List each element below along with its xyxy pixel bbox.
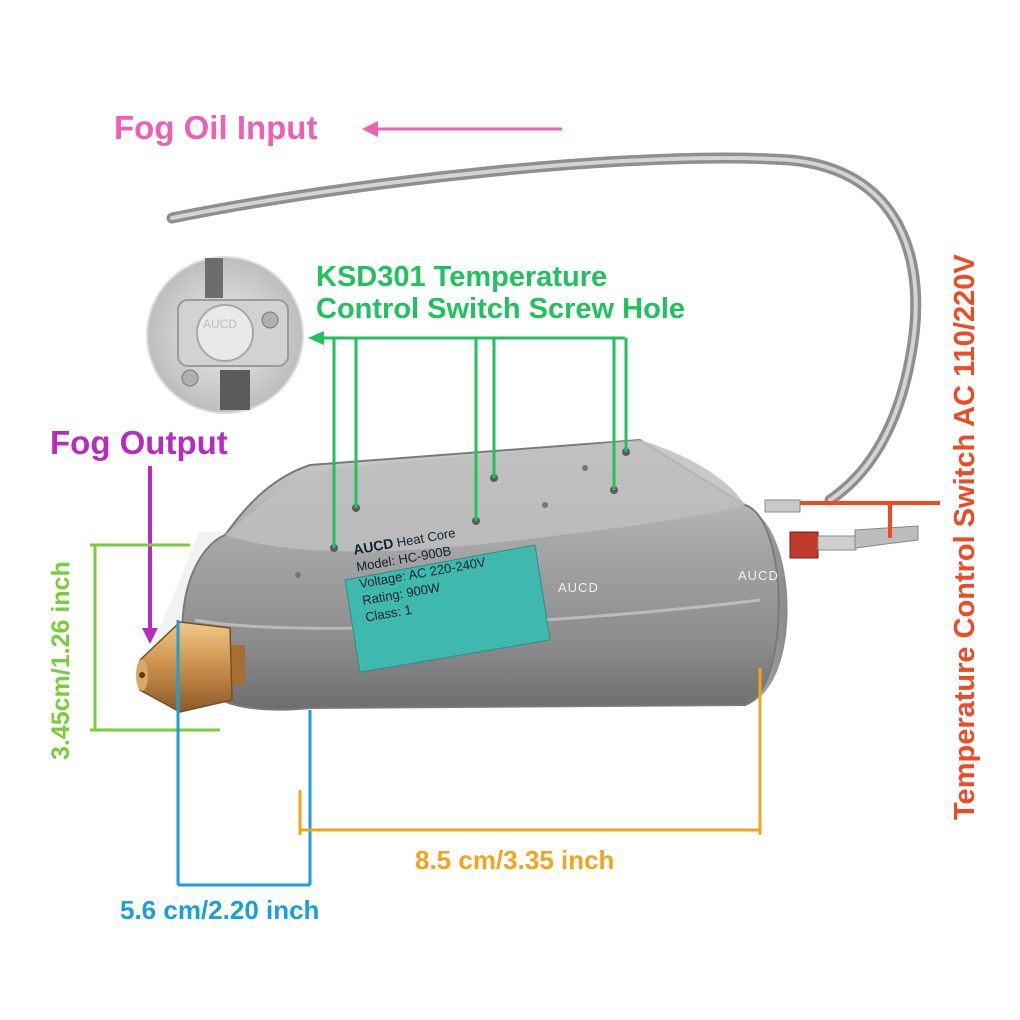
width-dimension-label: 5.6 cm/2.20 inch <box>120 895 320 925</box>
ksd301-label-line2: Control Switch Screw Hole <box>316 292 685 325</box>
brass-nozzle <box>136 621 245 713</box>
ksd-leader-lines <box>308 331 628 548</box>
ksd301-label: KSD301 Temperature Control Switch Screw … <box>316 261 685 326</box>
nameplate <box>344 544 551 673</box>
ksd301-label-line1: KSD301 Temperature <box>316 261 608 293</box>
fog-oil-input-label: Fog Oil Input <box>114 109 318 146</box>
width-dimension <box>176 620 312 887</box>
height-dimension <box>90 543 220 732</box>
temperature-switch-label: Temperature Control Switch AC 110/220V <box>949 254 981 820</box>
length-dimension <box>298 668 762 835</box>
svg-text:AUCD: AUCD <box>203 317 237 331</box>
length-dimension-label: 8.5 cm/3.35 inch <box>415 845 615 875</box>
height-dimension-label: 3.45cm/1.26 inch <box>47 561 75 760</box>
terminals <box>764 499 919 559</box>
watermark-small: AUCD <box>558 580 599 595</box>
temp-switch-leader <box>800 501 940 538</box>
watermark-small: AUCD <box>250 722 291 737</box>
fog-output-label: Fog Output <box>50 424 228 461</box>
watermark-small: AUCD <box>738 568 779 583</box>
thermostat-photo: AUCD <box>146 256 304 414</box>
